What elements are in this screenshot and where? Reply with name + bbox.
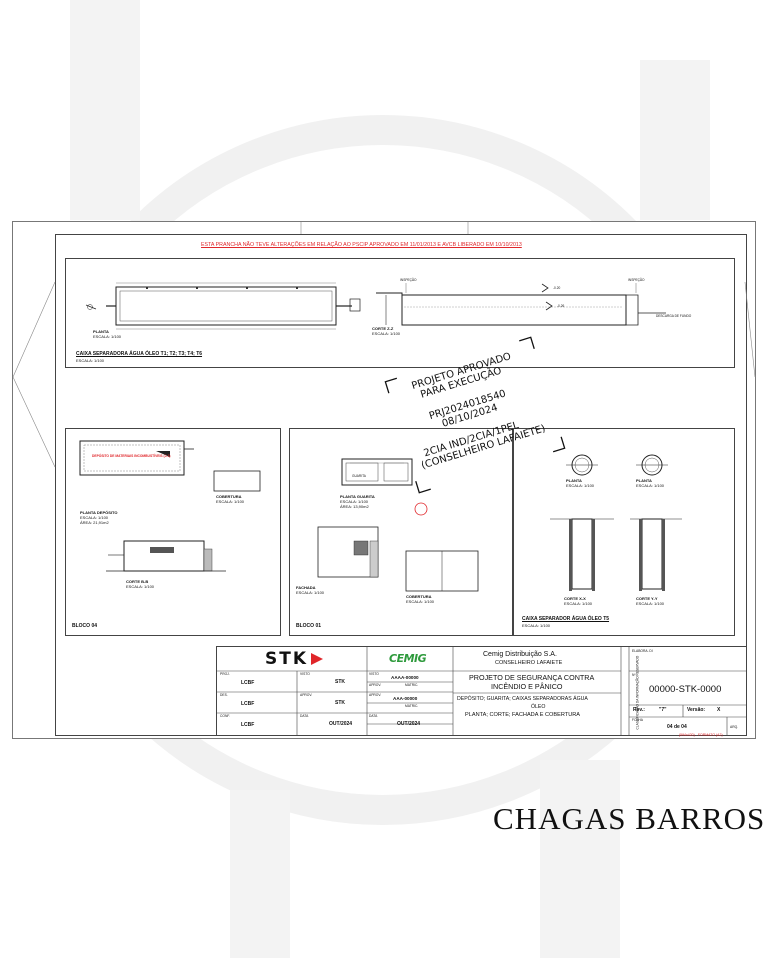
- level-b: -0.26: [557, 304, 565, 308]
- guarita-label: GUARITA: [352, 474, 366, 478]
- level-a: -0.20: [553, 286, 561, 290]
- fachada-title: FACHADA: [296, 585, 316, 590]
- conf-value: LCBF: [241, 722, 255, 728]
- caixa-planta-drawing: [85, 282, 666, 330]
- rev-label: Rev.:: [633, 707, 645, 713]
- folha-value: 04 de 04: [667, 724, 687, 730]
- corte-y-scale: ESCALA: 1/100: [636, 601, 665, 606]
- bloco04-label: BLOCO 04: [72, 623, 98, 629]
- deposito-label: DEPÓSITO DE MATERIAIS INCOMBUSTÍVEIS (J-…: [92, 454, 171, 458]
- cobertura04-title: COBERTURA: [216, 494, 242, 499]
- cobertura04-scale: ESCALA: 1/100: [216, 499, 245, 504]
- corte-x-scale: ESCALA: 1/100: [564, 601, 593, 606]
- bloco01-drawing: [317, 458, 479, 592]
- visto-label: VISTO: [300, 672, 310, 676]
- corte-x-title: CORTE X-X: [564, 596, 586, 601]
- project-line2: INCÊNDIO E PÂNICO: [491, 682, 563, 691]
- caixa-section-title: CAIXA SEPARADORA ÁGUA ÓLEO T1; T2; T3; T…: [76, 351, 203, 357]
- conf-label: CONF.: [220, 714, 230, 718]
- planta-title: PLANTA: [93, 329, 109, 334]
- stamp-corners: [384, 336, 566, 494]
- approval-stamp: PROJETO APROVADO PARA EXECUÇÃO PRJ202401…: [381, 334, 569, 496]
- company-city: CONSELHEIRO LAFAIETE: [495, 660, 563, 666]
- panel-bloco-01: GUARITA PLANTA GUARITA ESCALA: 1/100 ÁRE…: [289, 428, 513, 636]
- proj-value: LCBF: [241, 680, 255, 686]
- drawing-sheet: ESTA PRANCHA NÃO TEVE ALTERAÇÕES EM RELA…: [12, 221, 756, 739]
- panel-caixa-t5: PLANTA ESCALA: 1/100 PLANTA ESCALA: 1/10…: [513, 428, 735, 636]
- c-data-value: OUT/2024: [397, 721, 421, 727]
- elabora-label: ELABORA. DI: [632, 649, 653, 653]
- planta1-title: PLANTA: [566, 478, 582, 483]
- inspecao-right: INSPEÇÃO: [628, 278, 645, 282]
- des-label: DES.: [220, 693, 228, 697]
- contents-line3: PLANTA; CORTE; FACHADA E COBERTURA: [465, 712, 581, 718]
- planta-deposito-area: ÁREA: 21,91m2: [80, 520, 109, 525]
- descarga-label: DESCARGA DE FUNDO: [656, 314, 692, 318]
- proj-label: PROJ.: [220, 672, 230, 676]
- c-matric-label-2: MATRIC.: [405, 704, 419, 708]
- c-data-label: DATA: [369, 714, 378, 718]
- contents-line1: DEPÓSITO; GUARITA; CAIXAS SEPARADORAS ÁG…: [457, 696, 588, 702]
- aprov-label: APROV.: [300, 693, 313, 697]
- panel-caixa-separadora: PLANTA ESCALA: 1/100 CORTE Z-Z ESCALA: 1…: [65, 258, 735, 368]
- planta-deposito-title: PLANTA DEPÓSITO: [80, 510, 118, 515]
- corte-b-title: CORTE B-B: [126, 579, 149, 584]
- planta-guarita-title: PLANTA GUARITA: [340, 494, 375, 499]
- c-aprov-label: APROV.: [369, 683, 382, 687]
- bloco01-label: BLOCO 01: [296, 623, 322, 629]
- corte-z-title: CORTE Z-Z: [372, 326, 394, 331]
- planta-guarita-area: ÁREA: 13,90m2: [340, 504, 369, 509]
- c-visto-label: VISTO: [369, 672, 379, 676]
- data-value: OUT/2024: [329, 721, 353, 727]
- panel-bloco-04: DEPÓSITO DE MATERIAIS INCOMBUSTÍVEIS (J-…: [65, 428, 281, 636]
- corte-b-scale: ESCALA: 1/100: [126, 584, 155, 589]
- cobertura01-title: COBERTURA: [406, 594, 432, 599]
- versao-label: Versão:: [687, 707, 706, 713]
- planta-scale: ESCALA: 1/100: [93, 334, 122, 339]
- stk-logo: STK: [265, 649, 309, 669]
- data-label: DATA: [300, 714, 309, 718]
- planta-guarita-scale: ESCALA: 1/100: [340, 499, 369, 504]
- planta2-scale: ESCALA: 1/100: [636, 483, 665, 488]
- caixa-section-scale: ESCALA: 1/100: [76, 358, 105, 363]
- planta1-scale: ESCALA: 1/100: [566, 483, 595, 488]
- c-aprov-value: AAA-00000: [393, 696, 418, 701]
- caixa-t5-scale: ESCALA: 1/100: [522, 623, 551, 628]
- rev-value: "7": [659, 707, 667, 713]
- bloco04-drawing: [79, 440, 261, 572]
- no-label: Nº.: [632, 673, 637, 677]
- corte-z-scale: ESCALA: 1/100: [372, 331, 401, 336]
- company-name: Cemig Distribuição S.A.: [483, 651, 557, 658]
- fachada-scale: ESCALA: 1/100: [296, 590, 325, 595]
- inspecao-left: INSPEÇÃO: [400, 278, 417, 282]
- versao-value: X: [717, 707, 721, 713]
- title-block-grid: [217, 647, 746, 735]
- format-note: (594x420) - FORMATO (A2): [679, 733, 723, 737]
- c-matric-label-1: MATRIC.: [405, 683, 419, 687]
- c-aprov-label-2: APROV.: [369, 693, 382, 697]
- des-value: LCBF: [241, 701, 255, 707]
- visto-value: STK: [335, 679, 345, 685]
- caixa-t5-title: CAIXA SEPARADOR ÁGUA ÓLEO T5: [522, 616, 610, 622]
- cobertura01-scale: ESCALA: 1/100: [406, 599, 435, 604]
- aprov-value: STK: [335, 700, 345, 706]
- contents-line2: ÓLEO: [531, 704, 546, 710]
- brand-name: CHAGAS BARROSO: [493, 801, 766, 836]
- drawing-number: 00000-STK-0000: [649, 684, 722, 695]
- planta2-title: PLANTA: [636, 478, 652, 483]
- title-block: STK CEMIG Cemig Distribuição S.A. CONSEL…: [216, 646, 747, 736]
- header-note: ESTA PRANCHA NÃO TEVE ALTERAÇÕES EM RELA…: [201, 242, 522, 248]
- folha-label: FOLHA: [632, 718, 643, 722]
- c-visto-value: AAAA-00000: [391, 675, 419, 680]
- caixa-t5-drawing: [550, 454, 682, 591]
- corner-marks: [12, 222, 756, 468]
- project-line1: PROJETO DE SEGURANÇA CONTRA: [469, 673, 595, 682]
- cemig-logo: CEMIG: [389, 652, 427, 665]
- corte-y-title: CORTE Y-Y: [636, 596, 658, 601]
- planta-deposito-scale: ESCALA: 1/100: [80, 515, 109, 520]
- arq-label: ARQ.: [730, 725, 739, 729]
